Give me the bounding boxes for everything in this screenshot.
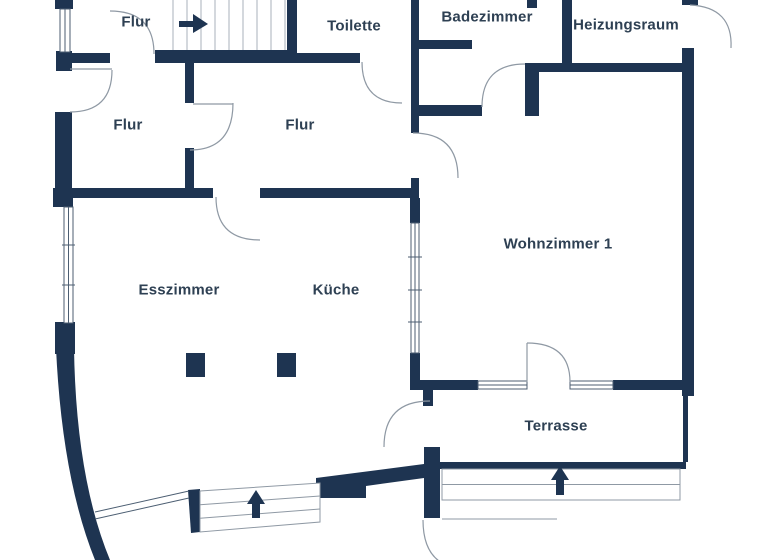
room-label-heizungsraum: Heizungsraum [573,16,679,34]
room-label-flur-top: Flur [121,13,151,31]
pillar [277,353,296,377]
door-arc [69,69,113,113]
walls [53,0,698,560]
door-arc [189,102,234,151]
terrasse-arrow-icon [551,466,569,495]
door-arc [383,400,431,448]
door-arc [481,63,526,108]
door-arc [422,519,439,560]
door-arc [412,132,459,179]
door-arc [526,342,571,383]
staircase-direction-arrow-icon [179,14,208,33]
door-arc [689,4,732,49]
pillar [186,353,205,377]
door-arc [215,196,261,241]
room-label-badezimmer: Badezimmer [441,8,533,26]
windows [59,8,614,520]
room-label-toilette: Toilette [327,17,381,35]
room-label-kueche: Küche [312,281,360,299]
room-label-flur-left: Flur [113,116,143,134]
room-label-esszimmer: Esszimmer [138,281,220,299]
doors [69,4,732,560]
room-label-wohnzimmer: Wohnzimmer 1 [503,235,613,253]
door-arc [361,61,403,104]
entrance-arrow-icon [247,490,265,518]
room-label-terrasse: Terrasse [524,417,588,435]
room-label-flur-main: Flur [285,116,315,134]
door-arc [109,10,155,55]
